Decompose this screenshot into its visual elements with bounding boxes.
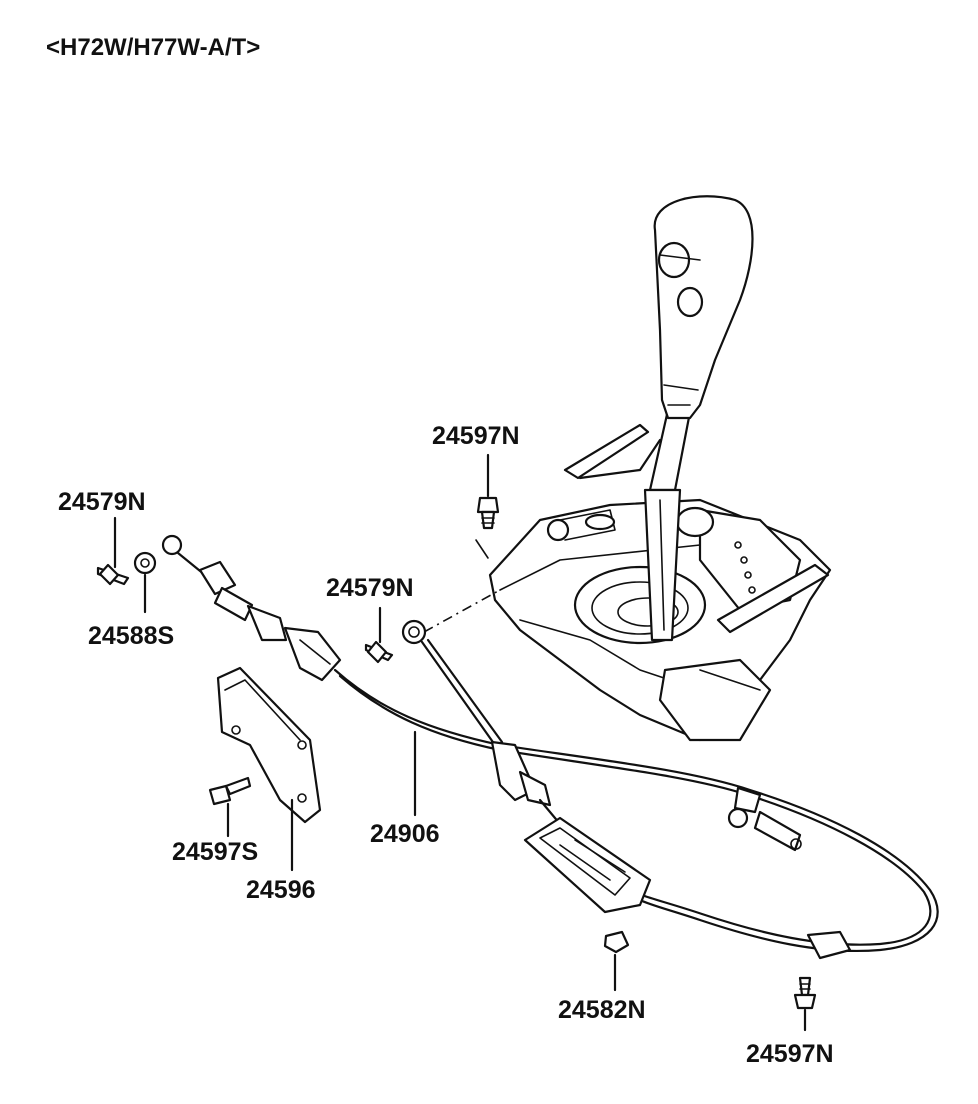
diagram-title: <H72W/H77W-A/T>: [46, 34, 261, 61]
label-24906: 24906: [370, 820, 440, 848]
label-24582N: 24582N: [558, 996, 646, 1024]
washer-24588S: [133, 551, 157, 614]
label-24579N-left: 24579N: [58, 488, 146, 516]
label-24597S: 24597S: [172, 838, 259, 866]
clip-24579N-left: [96, 516, 130, 586]
bracket-24596: [216, 666, 322, 872]
label-24596: 24596: [246, 876, 316, 904]
clip-24579N-mid: [364, 606, 394, 664]
label-24597N-bottom: 24597N: [746, 1040, 834, 1068]
bolt-24597N-bottom: [793, 976, 817, 1032]
cable-end-bracket: [523, 816, 652, 914]
shift-lever-assembly: [488, 195, 832, 742]
assembly-line: [423, 589, 501, 633]
bolt-24597N-top: [475, 453, 500, 559]
label-24579N-mid: 24579N: [326, 574, 414, 602]
label-24588S: 24588S: [88, 622, 175, 650]
shift-cable-24906: [161, 534, 939, 960]
cable-branch-center: [401, 619, 567, 832]
nut-24582N: [603, 930, 630, 992]
bolt-24597S: [208, 776, 252, 838]
label-24597N-top: 24597N: [432, 422, 520, 450]
